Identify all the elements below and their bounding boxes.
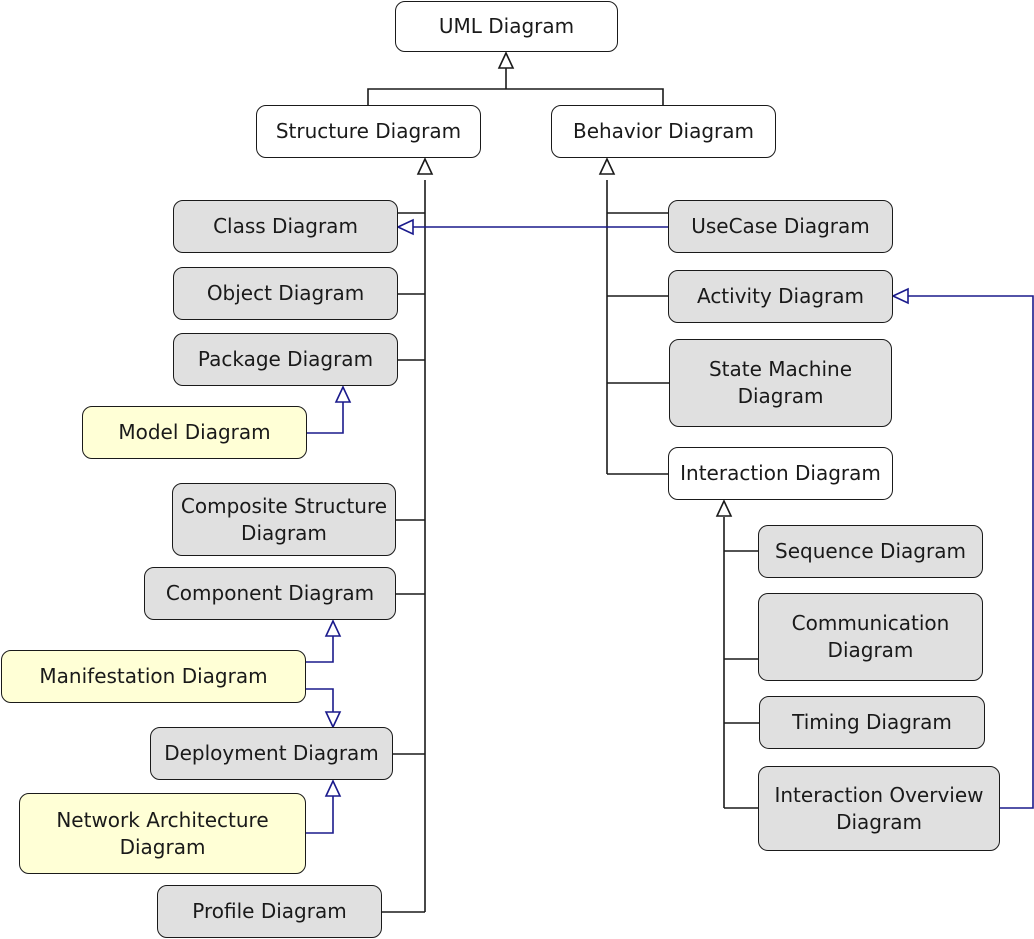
node-timing-diagram: Timing Diagram [759,696,985,749]
generalization-arrow-uml [497,51,515,69]
node-interaction-diagram: Interaction Diagram [668,447,893,500]
extension-arrow-package [334,385,352,403]
node-class-diagram: Class Diagram [173,200,398,253]
node-object-diagram: Object Diagram [173,267,398,320]
generalization-arrow-behavior [598,157,616,175]
link-overview-to-activity [908,295,1034,809]
node-sequence-diagram: Sequence Diagram [758,525,983,578]
node-usecase-diagram: UseCase Diagram [668,200,893,253]
node-deployment-diagram: Deployment Diagram [150,727,393,780]
link-manifestation-to-deployment [306,688,334,712]
extension-arrow-deployment-2 [324,779,342,797]
extension-arrow-deployment [324,711,342,729]
node-behavior-diagram: Behavior Diagram [551,105,776,158]
connector-top-bar [367,88,664,105]
node-package-diagram: Package Diagram [173,333,398,386]
extension-arrow-component [324,619,342,637]
node-structure-diagram: Structure Diagram [256,105,481,158]
node-communication-diagram: Communication Diagram [758,593,983,681]
extension-arrow-activity [891,287,909,305]
node-component-diagram: Component Diagram [144,567,396,620]
generalization-arrow-interaction [715,499,733,517]
link-network-to-deployment [306,796,334,834]
node-composite-structure-diagram: Composite Structure Diagram [172,483,396,556]
node-model-diagram: Model Diagram [82,406,307,459]
link-model-to-package [307,402,344,434]
node-interaction-overview-diagram: Interaction Overview Diagram [758,766,1000,851]
node-profile-diagram: Profile Diagram [157,885,382,938]
node-manifestation-diagram: Manifestation Diagram [1,650,306,703]
extension-arrow-class [396,218,414,236]
node-network-architecture-diagram: Network Architecture Diagram [19,793,306,874]
node-state-machine-diagram: State Machine Diagram [669,339,892,427]
node-activity-diagram: Activity Diagram [668,270,893,323]
node-uml-diagram: UML Diagram [395,1,618,52]
generalization-arrow-structure [416,157,434,175]
link-manifestation-to-component [306,636,334,663]
